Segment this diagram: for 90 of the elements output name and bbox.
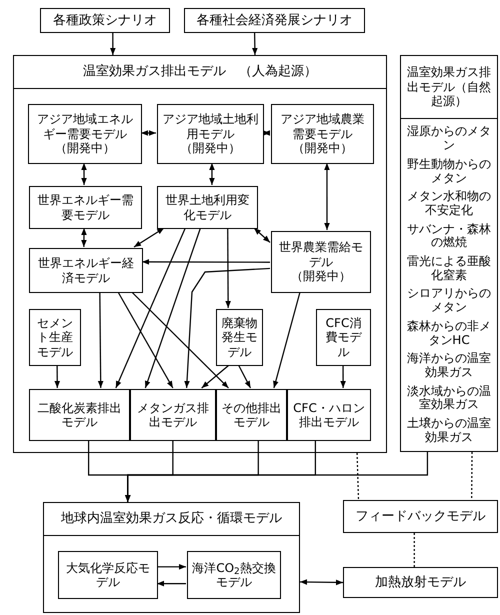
panel-heading: 温室効果ガス排出モデル （人為起源）	[83, 64, 317, 80]
model-box	[29, 248, 143, 293]
box-text: CFC・ハロン排出モデル	[292, 400, 366, 430]
model-box	[58, 551, 158, 599]
box-text: メタンガス排出モデル	[136, 400, 210, 430]
model-box	[316, 309, 371, 366]
arrow	[110, 33, 116, 55]
list-item: 森林からの非メタンHC	[406, 320, 492, 348]
panel-heading: 温室効果ガス排出モデル（自然起源）	[406, 65, 492, 109]
arrow	[238, 364, 252, 388]
connector-line	[356, 452, 360, 500]
model-box	[184, 8, 365, 33]
arrow	[263, 130, 270, 136]
box-text: 世界エネルギー経済モデル	[37, 256, 135, 285]
box-text: 世界農業需給モデル	[278, 240, 364, 270]
box-text: セメント生産モデル	[36, 316, 74, 360]
box-text: 各種社会経済発展シナリオ	[196, 12, 352, 28]
arrow	[98, 292, 104, 388]
connector-line	[471, 452, 473, 500]
model-box	[216, 389, 287, 441]
arrow	[201, 364, 230, 388]
arrow	[184, 268, 270, 388]
list-item: 淡水域からの温室効果ガス	[406, 384, 492, 412]
arrow	[324, 163, 330, 230]
arrow	[81, 163, 87, 185]
arrow	[141, 130, 156, 136]
box-text: フィードバックモデル	[356, 508, 486, 524]
arrow	[157, 580, 186, 586]
model-box	[29, 309, 81, 366]
arrow	[273, 292, 301, 388]
arrow	[225, 228, 231, 308]
list-item: 土壌からの温室効果ガス	[406, 416, 492, 444]
arrow	[252, 32, 258, 56]
arrow	[115, 228, 186, 388]
box-text: （開発中）	[292, 141, 352, 156]
arrow	[131, 292, 229, 388]
connector-line	[414, 533, 415, 567]
arrow	[300, 579, 343, 586]
box-text: 二酸化炭素排出モデル	[36, 400, 122, 430]
list-item: シロアリからのメタン	[406, 287, 492, 315]
model-box	[187, 551, 281, 599]
model-box	[28, 104, 142, 164]
panel-heading: 地球内温室効果ガス反応・循環モデル	[61, 511, 282, 527]
list-item: 海洋からの温室効果ガス	[406, 352, 492, 380]
box-text: （開発中）	[180, 141, 240, 156]
group-panel	[13, 55, 387, 453]
arrow	[209, 163, 215, 185]
model-box	[29, 389, 130, 441]
list-item: メタン水和物の不安定化	[406, 190, 492, 218]
arrow	[81, 228, 87, 247]
arrow	[142, 259, 270, 265]
model-box	[400, 55, 498, 452]
box-text: アジア地域エネルギー需要モデル	[36, 112, 134, 142]
box-text: （開発中）	[291, 269, 351, 284]
arrow	[134, 228, 164, 248]
box-text: （開発中）	[55, 141, 115, 156]
model-box	[343, 500, 498, 533]
box-text: その他排出モデル	[220, 400, 282, 430]
arrow	[340, 365, 346, 388]
arrow	[144, 228, 201, 388]
arrow	[157, 564, 186, 570]
list-item: 湿原からのメタン	[406, 125, 492, 153]
box-text: 大気化学反応モデル	[65, 560, 151, 590]
arrow	[125, 452, 428, 502]
list-item: 野生動物からのメタン	[406, 158, 492, 186]
box-text: 世界土地利用変化モデル	[164, 193, 250, 222]
box-text: CFC消費モデル	[324, 316, 363, 360]
model-box	[29, 186, 142, 229]
arrow	[118, 292, 174, 388]
box-text: 廃棄物発生モデル	[220, 316, 258, 360]
model-box	[157, 104, 264, 164]
arrow	[54, 365, 60, 388]
box-text: 加熱放射モデル	[375, 574, 466, 590]
model-box	[271, 231, 371, 293]
group-panel	[43, 502, 300, 613]
box-text: 海洋CO$_{2}$熱交換モデル	[191, 560, 277, 590]
model-box	[130, 389, 216, 441]
model-box	[343, 567, 498, 598]
box-text: アジア地域土地利用モデル	[162, 112, 260, 142]
list-item: サバンナ・森林の燃焼	[406, 222, 492, 250]
box-text: アジア地域農業需要モデル	[280, 112, 366, 142]
list-item: 雷光による亜酸化窒素	[406, 254, 492, 283]
model-box	[157, 186, 258, 229]
model-box	[287, 389, 371, 441]
model-box	[271, 104, 374, 164]
model-box	[216, 309, 263, 366]
arrow	[254, 228, 270, 243]
box-text: 各種政策シナリオ	[53, 12, 157, 28]
box-text: 世界エネルギー需要モデル	[36, 193, 134, 222]
model-box	[40, 8, 170, 33]
